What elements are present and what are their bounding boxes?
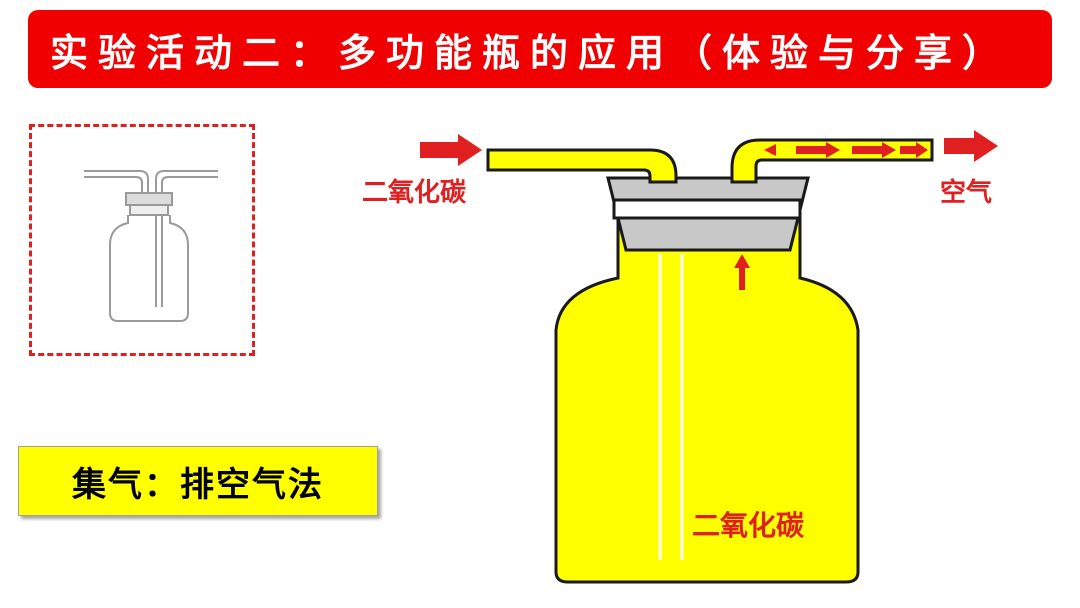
inside-gas-label: 二氧化碳: [692, 509, 805, 542]
title-banner: 实验活动二：多功能瓶的应用（体验与分享）: [28, 10, 1052, 88]
method-box: 集气：排空气法: [18, 446, 378, 516]
outlet-flow-arrows: [764, 142, 928, 158]
outlet-arrow: [944, 130, 998, 162]
page-title: 实验活动二：多功能瓶的应用（体验与分享）: [50, 29, 1011, 75]
method-label: 集气：排空气法: [72, 464, 324, 505]
upward-flow-arrow: [734, 254, 750, 290]
inlet-tube: [486, 148, 678, 184]
bottle-body: [554, 208, 860, 584]
reference-bottle-icon: [84, 170, 218, 322]
reference-bottle-frame: [29, 124, 255, 356]
outlet-gas-label: 空气: [940, 178, 993, 208]
inlet-arrow: [420, 134, 482, 166]
inlet-tube-vertical: [658, 254, 684, 560]
inlet-gas-label: 二氧化碳: [362, 178, 467, 208]
stopper-band: [612, 198, 802, 220]
